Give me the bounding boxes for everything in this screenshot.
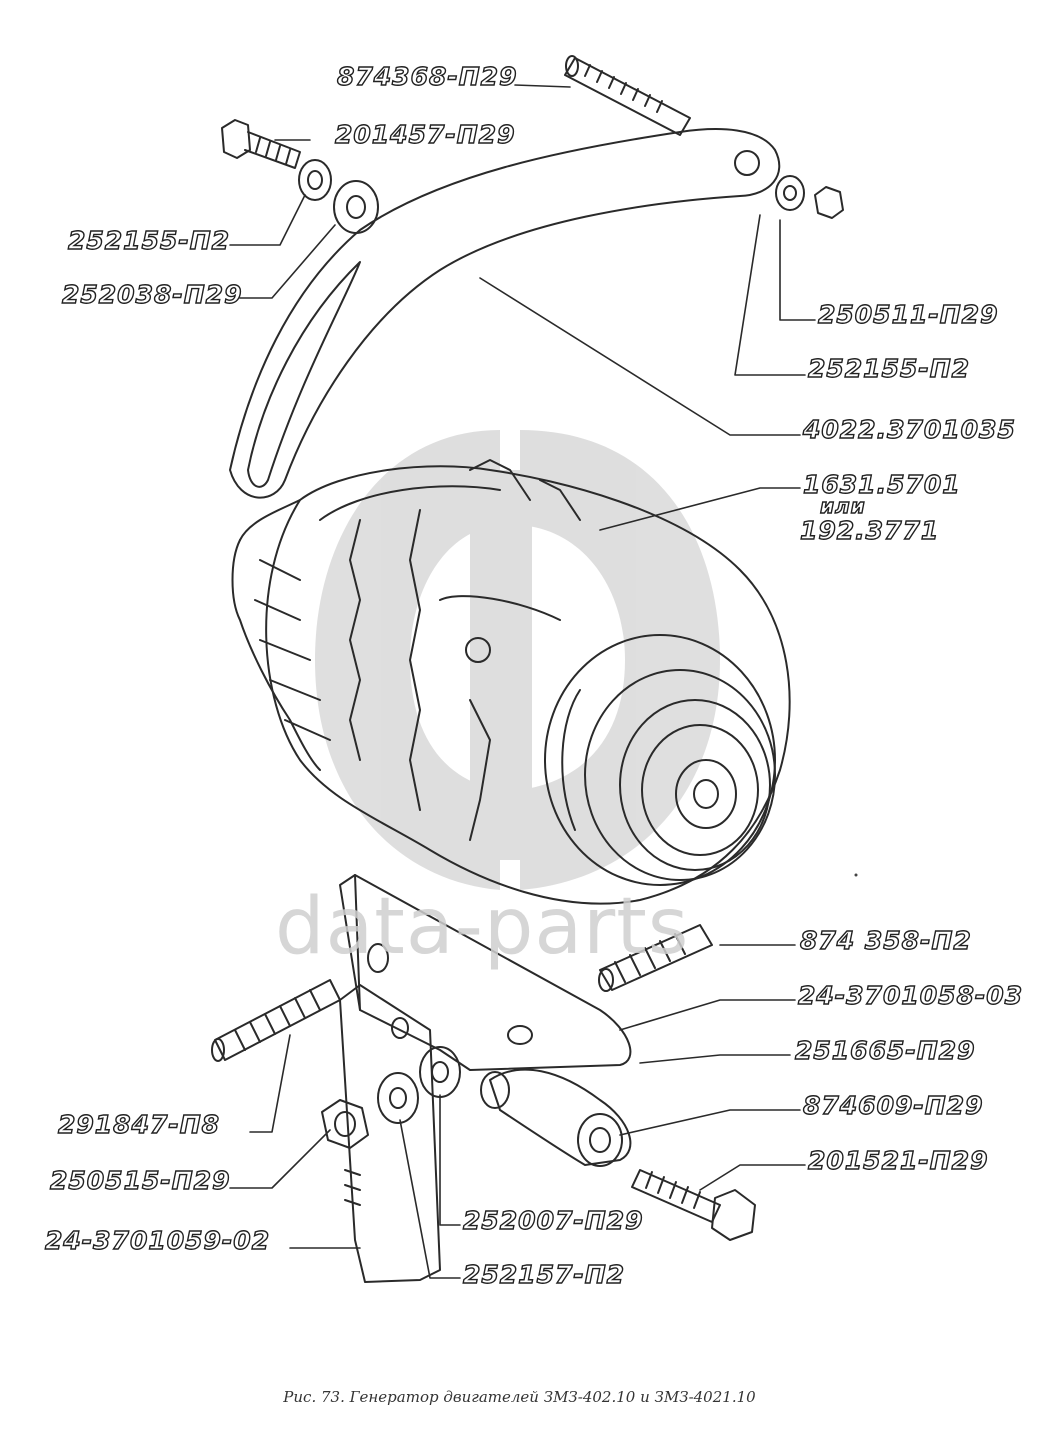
- label-201521: 201521-П29: [807, 1146, 989, 1175]
- nut-250515: [321, 1099, 369, 1149]
- label-250515: 250515-П29: [49, 1166, 231, 1195]
- lower-bracket: [339, 874, 632, 1071]
- label-874358: 874 358-П2: [799, 926, 972, 955]
- pulley: [544, 634, 776, 886]
- washer-252007: [419, 1046, 461, 1098]
- label-252155-right: 252155-П2: [807, 354, 971, 383]
- bolt-201457: [221, 119, 301, 169]
- washer-252157: [377, 1072, 419, 1124]
- watermark-logo: [315, 430, 720, 890]
- label-250511: 250511-П29: [817, 300, 999, 329]
- nut-250511: [814, 186, 844, 219]
- label-874609: 874609-П29: [802, 1091, 984, 1120]
- label-291847: 291847-П8: [57, 1110, 221, 1139]
- figure-caption: Рис. 73. Генератор двигателей ЗМЗ-402.10…: [283, 1388, 756, 1406]
- label-252007: 252007-П29: [462, 1206, 644, 1235]
- label-or: или: [819, 494, 866, 518]
- stud-291847: [211, 979, 341, 1062]
- label-252155-left: 252155-П2: [67, 226, 231, 255]
- tension-bracket: [229, 128, 781, 499]
- label-201457: 201457-П29: [334, 120, 516, 149]
- label-24-3701058-03: 24-3701058-03: [797, 981, 1024, 1010]
- label-252157: 252157-П2: [462, 1260, 626, 1289]
- bolt-201521: [631, 1169, 756, 1241]
- alternator-body: [231, 459, 791, 905]
- label-252038: 252038-П29: [61, 280, 243, 309]
- label-4022-3701035: 4022.3701035: [802, 415, 1016, 444]
- watermark-text: data-parts: [275, 882, 690, 972]
- spacer-874609: [480, 1068, 632, 1167]
- leader-lines: [229, 84, 816, 1279]
- side-bracket: [339, 984, 441, 1283]
- label-192-3771: 192.3771: [799, 516, 940, 545]
- washer-252155-right: [775, 175, 805, 211]
- stud-top: [564, 55, 691, 136]
- washer-252155: [298, 159, 332, 201]
- label-1631-5701: 1631.5701: [802, 470, 961, 499]
- label-24-3701059-02: 24-3701059-02: [44, 1226, 271, 1255]
- label-874368: 874368-П29: [336, 62, 518, 91]
- washer-252038: [333, 180, 379, 234]
- stud-874358: [598, 924, 713, 992]
- label-251665: 251665-П29: [794, 1036, 976, 1065]
